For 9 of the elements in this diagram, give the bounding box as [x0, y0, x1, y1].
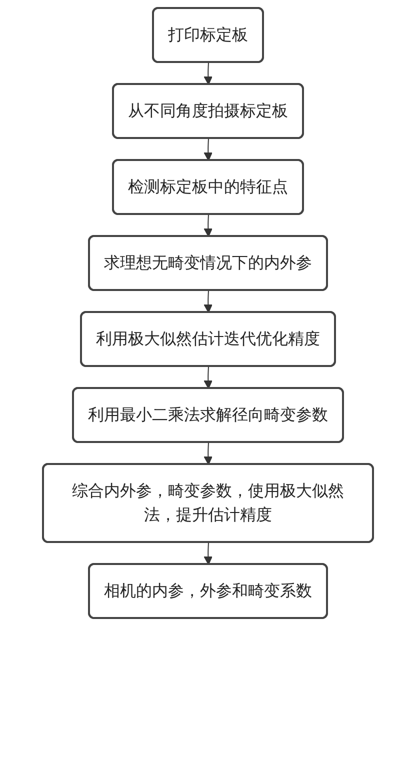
arrow — [204, 290, 213, 313]
arrow — [204, 62, 213, 85]
arrow — [204, 366, 213, 389]
arrow — [204, 138, 213, 161]
node-text: 利用最小二乘法求解径向畸变参数 — [88, 405, 328, 424]
arrow — [204, 442, 213, 465]
arrow — [204, 542, 213, 565]
node-text: 综合内外参，畸变参数，使用极大似然法，提升估计精度 — [72, 481, 344, 524]
arrow — [204, 214, 213, 237]
